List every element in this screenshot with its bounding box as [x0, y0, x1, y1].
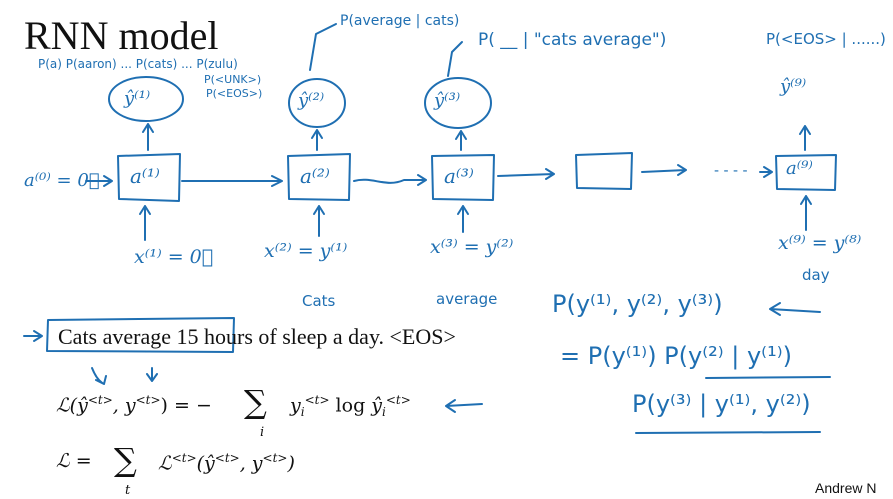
cell-label-2: a⁽²⁾: [300, 164, 330, 188]
cell-box-9: [775, 154, 837, 191]
arrow-to-loss: [445, 399, 483, 413]
arrow-a2-a3: [353, 174, 427, 186]
arrow-a3-yhat3: [455, 130, 467, 151]
arrow-x9-a9: [800, 195, 812, 231]
p-label-1b: P(<UNK>): [204, 73, 262, 86]
arrow-a4-next: [641, 164, 687, 176]
loss-total-args-mid: , y: [239, 452, 263, 475]
token-tick-1: [91, 367, 107, 385]
arrow-x3-a3: [457, 205, 469, 233]
output-oval-2: [288, 78, 346, 128]
loss-step-lhs: ℒ(ŷ: [56, 394, 88, 417]
output-yhat-1: ŷ⁽¹⁾: [124, 88, 151, 109]
author-credit: Andrew N: [815, 480, 877, 496]
loss-total-sigma: ∑: [114, 441, 137, 479]
loss-total-sigma-index: t: [125, 483, 131, 498]
input-x-3: x⁽³⁾ = y⁽²⁾: [430, 236, 514, 258]
arrow-to-joint: [769, 302, 821, 316]
input-x-1: x⁽¹⁾ = 0⃗: [134, 246, 214, 268]
loss-step-y-sub: i: [300, 405, 305, 420]
initial-activation: a⁽⁰⁾ = 0⃗: [24, 170, 100, 191]
cell-label-1: a⁽¹⁾: [130, 164, 160, 188]
loss-total-args: (ŷ: [196, 452, 215, 475]
loss-total-args-sup-2: <t>: [262, 451, 288, 465]
cell-box-1: [117, 153, 181, 202]
cell-box-4: [575, 152, 633, 190]
loss-step-y-sup: <t>: [304, 393, 330, 407]
loss-total-args-end: ): [287, 452, 295, 475]
loss-total-args-sup-1: <t>: [214, 451, 240, 465]
loss-step-sigma-index: i: [260, 425, 265, 440]
loss-step-y: y: [290, 394, 301, 417]
arrow-a3-a4: [497, 168, 555, 180]
pointer-p2: [309, 23, 337, 71]
arrow-a9-yhat9: [799, 125, 811, 151]
input-x-2: x⁽²⁾ = y⁽¹⁾: [264, 240, 348, 262]
joint-prob-line-1: P(y⁽¹⁾, y⁽²⁾, y⁽³⁾): [552, 290, 723, 318]
output-yhat-9: ŷ⁽⁹⁾: [780, 76, 807, 97]
arrow-a2-yhat2: [311, 129, 323, 151]
sentence-pointer: [23, 330, 43, 342]
loss-step-equation: ℒ(ŷ<t>, y<t>) = −: [56, 394, 212, 415]
loss-step-mid: , y: [112, 394, 136, 417]
caption-cats: Cats: [302, 292, 336, 310]
joint-prob-line-2: = P(y⁽¹⁾) P(y⁽²⁾ | y⁽¹⁾): [560, 342, 792, 370]
output-yhat-3: ŷ⁽³⁾: [434, 90, 461, 111]
p-label-1c: P(<EOS>): [206, 87, 263, 100]
output-yhat-2: ŷ⁽²⁾: [298, 90, 325, 111]
caption-average: average: [436, 290, 498, 308]
p-label-2: P(average | cats): [340, 13, 460, 29]
p-label-1a: P(a) P(aaron) ... P(cats) ... P(zulu): [38, 57, 238, 71]
input-x-9: x⁽⁹⁾ = y⁽⁸⁾: [778, 232, 862, 254]
loss-step-yhat-sub: i: [382, 405, 386, 420]
loss-total-rhs: ℒ<t>(ŷ<t>, y<t>): [158, 452, 295, 473]
cell-label-3: a⁽³⁾: [444, 164, 474, 188]
loss-step-sup-1: <t>: [87, 393, 113, 407]
cell-label-9: a⁽⁹⁾: [786, 158, 813, 179]
output-oval-3: [424, 77, 492, 129]
loss-step-rhs: yi<t> log ŷi<t>: [290, 394, 411, 418]
underline-term2: [705, 376, 831, 379]
loss-step-log: log: [329, 394, 372, 417]
arrow-a1-yhat1: [142, 123, 154, 151]
arrow-a0-a1: [85, 175, 113, 187]
loss-step-sup-2: <t>: [135, 393, 161, 407]
cell-box-2: [287, 153, 351, 201]
slide-title: RNN model: [24, 13, 219, 58]
arrow-x2-a2: [313, 205, 325, 237]
p-label-3: P( __ | "cats average"): [478, 30, 667, 50]
arrow-x1-a1: [139, 205, 151, 241]
p-label-9: P(<EOS> | ......): [766, 30, 886, 48]
arrow-dots-a9: [759, 166, 773, 178]
ellipsis: - - - -: [714, 163, 748, 179]
cell-box-3: [431, 154, 495, 201]
loss-step-equals: ) = −: [160, 394, 212, 417]
loss-total-term: ℒ: [158, 452, 172, 475]
loss-step-sigma: ∑: [244, 383, 267, 421]
loss-step-yhat: ŷ: [371, 394, 383, 417]
pointer-p3: [447, 41, 463, 77]
underline-line3: [635, 431, 821, 434]
token-tick-2: [146, 367, 158, 382]
sentence-highlight-box: [46, 317, 235, 353]
loss-total-term-sup: <t>: [171, 451, 197, 465]
loss-step-yhat-sup: <t>: [385, 393, 411, 407]
example-sentence: Cats average 15 hours of sleep a day. <E…: [58, 324, 456, 349]
arrow-a1-a2: [181, 175, 283, 187]
output-oval-1: [108, 76, 184, 122]
caption-day: day: [802, 266, 830, 284]
joint-prob-line-3: P(y⁽³⁾ | y⁽¹⁾, y⁽²⁾): [632, 390, 811, 418]
loss-total-lhs: ℒ =: [56, 450, 92, 472]
